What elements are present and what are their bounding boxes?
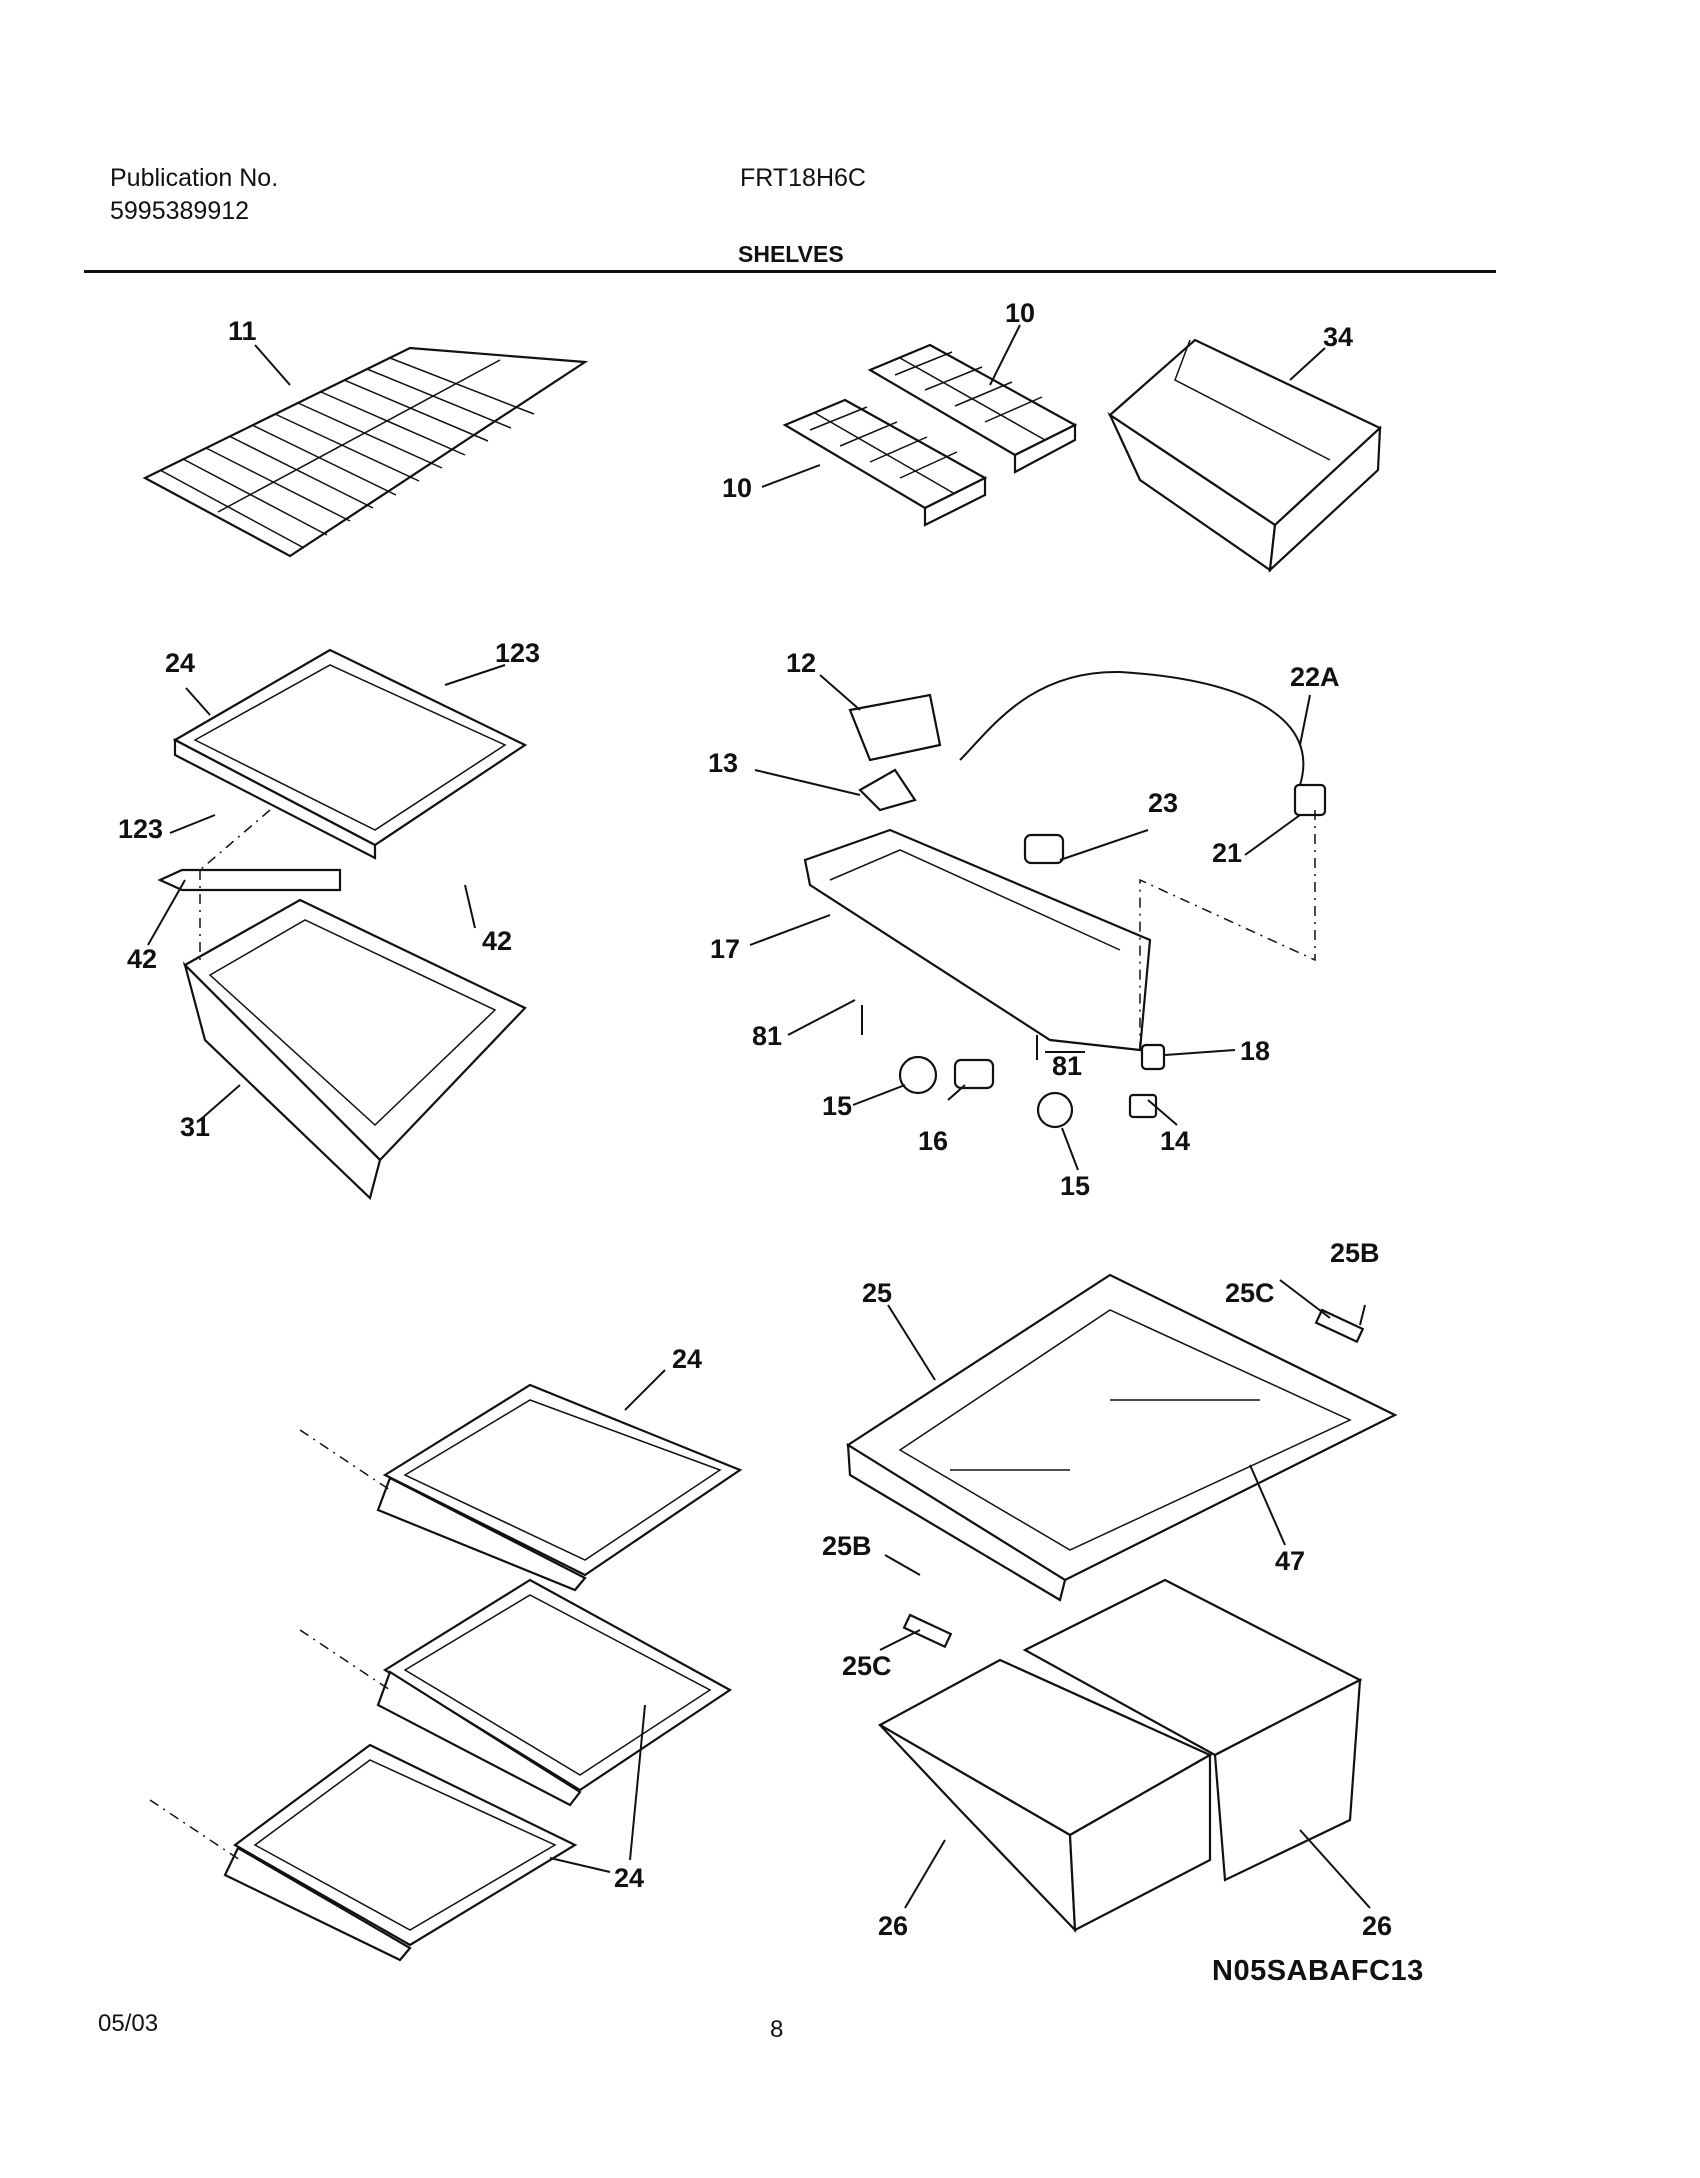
callout-81-left: 81 — [752, 1021, 782, 1051]
page-number: 8 — [770, 2016, 784, 2043]
callout-42-left: 42 — [127, 944, 157, 974]
callout-15-bottom: 15 — [1060, 1171, 1090, 1201]
callout-24-middle: 24 — [672, 1344, 702, 1374]
wire-shelf-drawing — [142, 346, 589, 558]
callout-123-top: 123 — [495, 638, 540, 668]
callout-34: 34 — [1323, 322, 1353, 352]
callout-12: 12 — [786, 648, 816, 678]
light-housing-drawing — [803, 670, 1327, 1129]
callout-25C-top: 25C — [1225, 1278, 1275, 1308]
publication-label: Publication No. — [110, 164, 279, 192]
callout-24-top: 24 — [165, 648, 195, 678]
callout-23: 23 — [1148, 788, 1178, 818]
section-title: SHELVES — [738, 241, 844, 267]
publication-number: 5995389912 — [110, 197, 250, 225]
callout-42-right: 42 — [482, 926, 512, 956]
callout-17: 17 — [710, 934, 740, 964]
callout-25C-bottom: 25C — [842, 1651, 892, 1681]
leader-lines — [147, 324, 1371, 1909]
ice-tray-drawing — [782, 343, 1078, 527]
glass-shelves-drawing — [149, 1383, 743, 1962]
callout-47: 47 — [1275, 1546, 1305, 1576]
callout-21: 21 — [1212, 838, 1242, 868]
callout-18: 18 — [1240, 1036, 1270, 1066]
callout-25B-top: 25B — [1330, 1238, 1380, 1268]
callout-10-bottom: 10 — [722, 473, 752, 503]
callout-10-top: 10 — [1005, 298, 1035, 328]
callout-123-left: 123 — [118, 814, 163, 844]
callout-25: 25 — [862, 1278, 892, 1308]
model-number: FRT18H6C — [740, 164, 866, 192]
callout-13: 13 — [708, 748, 738, 778]
crisper-drawers-drawing — [845, 1273, 1398, 1933]
callout-26-right: 26 — [1362, 1911, 1392, 1941]
callout-11: 11 — [228, 316, 257, 346]
crisper-cover-drawing — [157, 648, 528, 1201]
callout-26-left: 26 — [878, 1911, 908, 1941]
callout-24-bottom: 24 — [614, 1863, 644, 1893]
freezer-bin-drawing — [1107, 338, 1382, 573]
callout-16: 16 — [918, 1126, 948, 1156]
callout-31: 31 — [180, 1112, 210, 1142]
diagram-code: N05SABAFC13 — [1212, 1955, 1424, 1987]
publication-date: 05/03 — [98, 2010, 159, 2037]
callout-14: 14 — [1160, 1126, 1190, 1156]
header-rule — [84, 270, 1496, 273]
callout-15-left: 15 — [822, 1091, 852, 1121]
callout-22A: 22A — [1290, 662, 1340, 692]
callout-25B-bottom: 25B — [822, 1531, 872, 1561]
callout-81-right: 81 — [1052, 1051, 1082, 1081]
